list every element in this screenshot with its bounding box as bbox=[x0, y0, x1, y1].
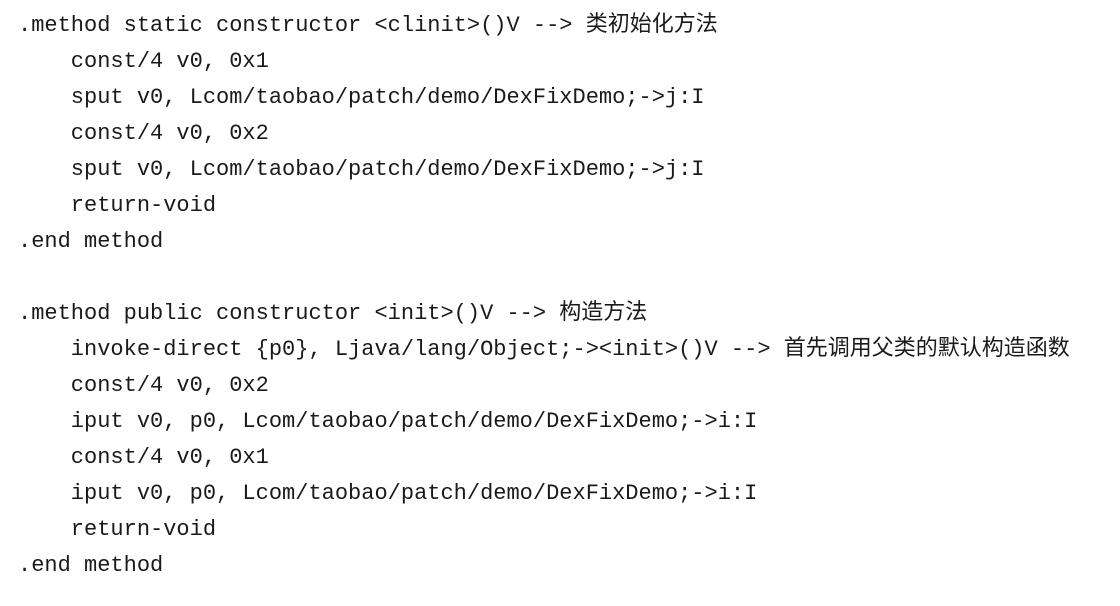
code-line: sput v0, Lcom/taobao/patch/demo/DexFixDe… bbox=[18, 85, 705, 110]
code-line: iput v0, p0, Lcom/taobao/patch/demo/DexF… bbox=[18, 481, 758, 506]
code-line: return-void bbox=[18, 193, 217, 218]
code-line: const/4 v0, 0x1 bbox=[18, 49, 269, 74]
code-line: invoke-direct {p0}, Ljava/lang/Object;->… bbox=[18, 337, 1070, 362]
code-line: const/4 v0, 0x1 bbox=[18, 445, 269, 470]
code-line: .method static constructor <clinit>()V -… bbox=[18, 13, 718, 38]
code-line: .end method bbox=[18, 553, 164, 578]
code-line: .method public constructor <init>()V -->… bbox=[18, 301, 648, 326]
code-line: const/4 v0, 0x2 bbox=[18, 121, 269, 146]
code-line: .end method bbox=[18, 229, 164, 254]
code-line: iput v0, p0, Lcom/taobao/patch/demo/DexF… bbox=[18, 409, 758, 434]
code-line: const/4 v0, 0x2 bbox=[18, 373, 269, 398]
code-line: sput v0, Lcom/taobao/patch/demo/DexFixDe… bbox=[18, 157, 705, 182]
code-line-blank bbox=[18, 260, 1116, 296]
code-line: return-void bbox=[18, 517, 217, 542]
